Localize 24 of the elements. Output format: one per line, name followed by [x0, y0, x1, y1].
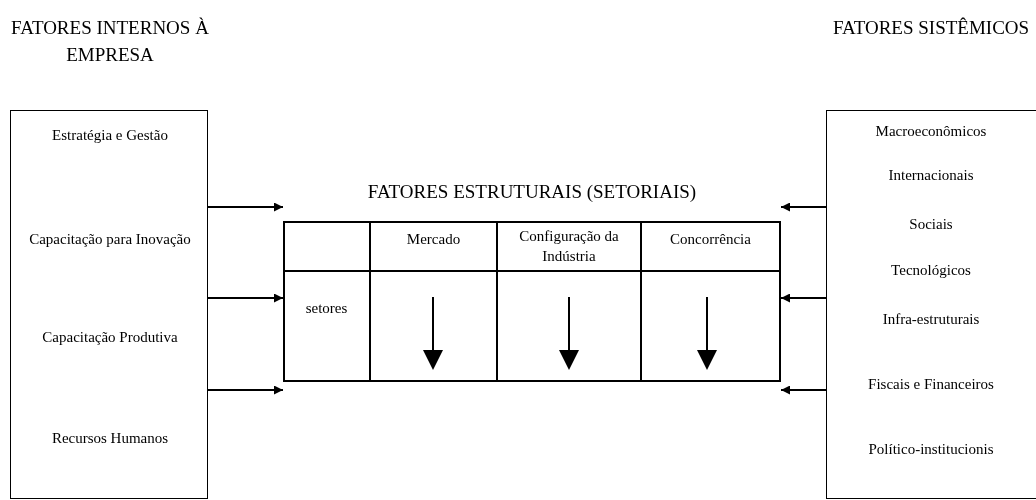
- arrow: [207, 293, 284, 303]
- arrow: [780, 202, 827, 212]
- heading: FATORES ESTRUTURAIS (SETORIAIS): [366, 180, 698, 204]
- factor-label: Internacionais: [887, 166, 975, 185]
- heading: FATORES SISTÊMICOS: [831, 16, 1031, 40]
- factor-label: Recursos Humanos: [50, 429, 170, 448]
- factor-label: Sociais: [908, 215, 954, 234]
- heading: FATORES INTERNOS À EMPRESA: [10, 16, 210, 67]
- factor-label: Tecnológicos: [890, 261, 972, 280]
- arrow: [207, 385, 284, 395]
- factor-label: Capacitação para Inovação: [28, 230, 192, 249]
- arrow: [780, 293, 827, 303]
- arrow: [207, 202, 284, 212]
- factor-label: Estratégia e Gestão: [51, 126, 169, 145]
- factor-label: Macroeconômicos: [874, 122, 988, 141]
- column-header: Concorrência: [669, 230, 752, 249]
- arrow: [780, 385, 827, 395]
- row-header: setores: [304, 299, 349, 318]
- factor-label: Político-institucionis: [867, 440, 995, 459]
- column-header: Configuração da Indústria: [518, 227, 620, 266]
- factor-label: Infra-estruturais: [881, 310, 981, 329]
- factor-label: Fiscais e Financeiros: [867, 375, 995, 394]
- column-header: Mercado: [405, 230, 462, 249]
- factor-label: Capacitação Produtiva: [41, 328, 179, 347]
